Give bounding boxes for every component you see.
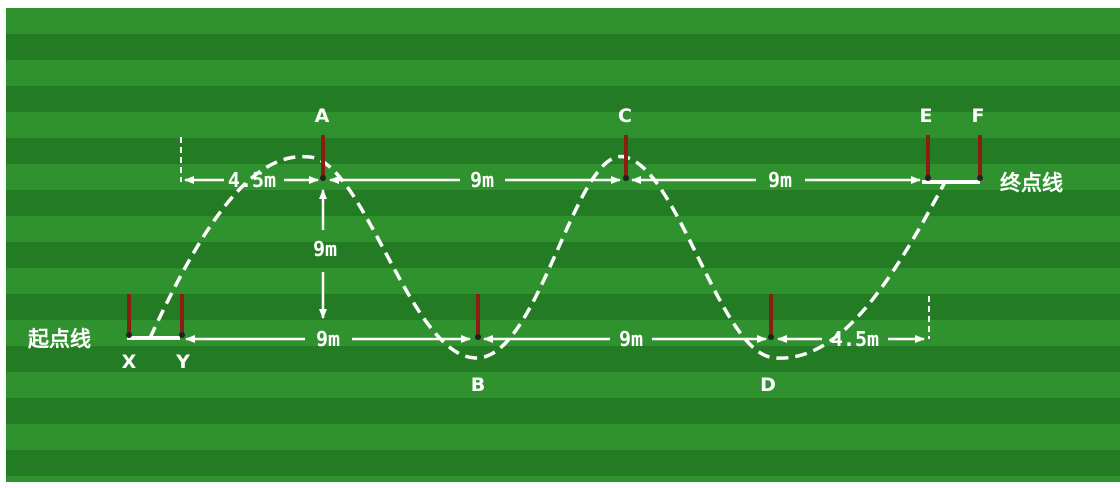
point-label-x: X: [122, 351, 137, 373]
grass-stripe: [6, 8, 1120, 34]
grass-stripe: [6, 164, 1120, 190]
pole-f-base: [977, 175, 983, 181]
point-label-e: E: [920, 105, 933, 127]
grass-stripe: [6, 242, 1120, 268]
point-label-a: A: [315, 105, 330, 127]
grass-stripe: [6, 60, 1120, 86]
grass-stripe: [6, 372, 1120, 398]
pole-b-base: [475, 334, 481, 340]
point-label-f: F: [972, 105, 985, 127]
start-line-label: 起点线: [27, 327, 91, 351]
grass-stripe: [6, 294, 1120, 320]
dim-top-middle-label: 9m: [470, 168, 494, 192]
dim-bottom-right-label: 4.5m: [831, 327, 879, 351]
pole-x-base: [126, 332, 132, 338]
dim-bottom-middle-label: 9m: [619, 327, 643, 351]
grass-stripe: [6, 190, 1120, 216]
finish-line-label: 终点线: [1000, 171, 1063, 195]
pole-a-base: [320, 175, 326, 181]
pole-e-base: [925, 175, 931, 181]
grass-stripe: [6, 346, 1120, 372]
point-label-b: B: [471, 374, 485, 396]
pole-y-base: [179, 332, 185, 338]
point-label-d: D: [760, 374, 776, 396]
grass-stripe: [6, 268, 1120, 294]
dim-bottom-left-label: 9m: [316, 327, 340, 351]
running-path: [148, 154, 947, 360]
point-label-y: Y: [175, 351, 190, 373]
pole-d-base: [768, 334, 774, 340]
grass-stripe: [6, 398, 1120, 424]
grass-stripe: [6, 476, 1120, 482]
grass-stripe: [6, 450, 1120, 476]
grass-stripe: [6, 86, 1120, 112]
grass-stripe: [6, 424, 1120, 450]
grass-stripe: [6, 112, 1120, 138]
grass-stripe: [6, 138, 1120, 164]
dim-top-right-label: 9m: [768, 168, 792, 192]
pole-c-base: [623, 175, 629, 181]
dim-top-left-label: 4.5m: [228, 168, 276, 192]
dim-vertical-label: 9m: [313, 237, 337, 261]
grass-stripe: [6, 34, 1120, 60]
point-label-c: C: [618, 105, 632, 127]
grass-field: [6, 8, 1120, 482]
grass-stripe: [6, 320, 1120, 346]
grass-stripe: [6, 216, 1120, 242]
